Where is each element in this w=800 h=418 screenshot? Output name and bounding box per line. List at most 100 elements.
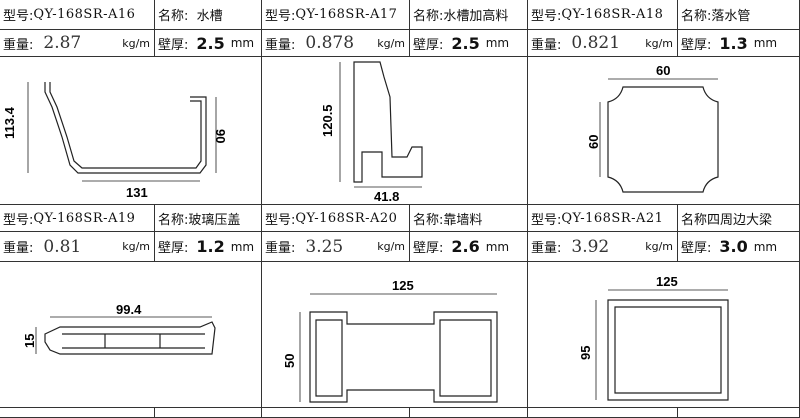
wall-value: 2.5	[196, 33, 225, 53]
name-label: 名称:	[681, 9, 712, 24]
profile-drawing-a19: 99.4 15	[0, 262, 262, 408]
unit: mm	[230, 239, 255, 254]
dimension-label: 41.8	[374, 189, 399, 204]
model-label: 型号:	[265, 212, 296, 228]
model-value: QY-168SR-A16	[33, 7, 136, 22]
wall-cell-a16: 壁厚: 2.5 mm	[155, 30, 262, 57]
name-value: 水槽	[196, 9, 223, 24]
wall-cell-a18: 壁厚: 1.3 mm	[678, 30, 800, 57]
weight-label: 重量:	[531, 241, 562, 256]
next-row-cell	[155, 408, 262, 418]
model-value: QY-168SR-A21	[561, 210, 664, 226]
unit: kg/m	[122, 240, 150, 253]
dimension-label: 60	[656, 63, 670, 78]
weight-cell-a18: 重量: 0.821 kg/m	[528, 30, 678, 57]
next-row-cell	[678, 408, 800, 418]
name-value: 玻璃压盖	[188, 212, 241, 228]
next-row-cell	[0, 408, 155, 418]
wall-value: 3.0	[719, 237, 748, 256]
name-cell-a16: 名称: 水槽	[155, 0, 262, 30]
model-label: 型号:	[531, 212, 562, 228]
name-cell-a19: 名称:玻璃压盖	[155, 205, 262, 232]
weight-value: 2.87	[43, 33, 82, 53]
name-label: 名称:	[413, 212, 444, 228]
name-value: 四周边大梁	[707, 212, 773, 228]
unit: mm	[753, 239, 778, 254]
next-row-cell	[410, 408, 528, 418]
dimension-label: 60	[586, 135, 601, 149]
name-cell-a21: 名称四周边大梁	[678, 205, 800, 232]
weight-value: 3.25	[305, 236, 344, 257]
profile-drawing-a16: 113.4 90 131	[0, 57, 262, 205]
wall-label: 壁厚:	[158, 241, 189, 256]
wall-cell-a19: 壁厚: 1.2 mm	[155, 232, 262, 262]
unit: kg/m	[645, 36, 673, 50]
weight-cell-a16: 重量: 2.87 kg/m	[0, 30, 155, 57]
name-cell-a20: 名称:靠墙料	[410, 205, 528, 232]
dimension-label: 50	[282, 354, 297, 368]
weight-value: 0.81	[43, 236, 82, 257]
model-label: 型号:	[3, 212, 34, 228]
model-cell-a19: 型号:QY-168SR-A19	[0, 205, 155, 232]
profile-drawing-a18: 60 60	[528, 57, 800, 205]
weight-cell-a20: 重量: 3.25 kg/m	[262, 232, 410, 262]
wall-cell-a20: 壁厚: 2.6 mm	[410, 232, 528, 262]
name-value: 靠墙料	[443, 212, 483, 228]
model-value: QY-168SR-A17	[295, 7, 398, 22]
weight-label: 重量:	[3, 37, 34, 53]
profile-drawing-a21: 125 95	[528, 262, 800, 408]
name-label: 名称:	[158, 9, 189, 24]
profile-drawing-a20: 125 50	[262, 262, 528, 408]
name-label: 名称:	[413, 9, 444, 24]
model-cell-a17: 型号:QY-168SR-A17	[262, 0, 410, 30]
weight-value: 0.821	[571, 33, 621, 53]
unit: kg/m	[122, 36, 150, 50]
unit: mm	[485, 239, 510, 254]
weight-label: 重量:	[3, 241, 34, 256]
dimension-label: 90	[213, 129, 228, 143]
model-value: QY-168SR-A19	[33, 210, 136, 226]
weight-label: 重量:	[265, 241, 296, 256]
wall-label: 壁厚:	[413, 37, 444, 53]
wall-value: 2.5	[451, 33, 480, 53]
unit: kg/m	[377, 240, 405, 253]
unit: mm	[753, 36, 778, 50]
wall-value: 1.2	[196, 237, 225, 256]
model-value: QY-168SR-A20	[295, 210, 398, 226]
model-label: 型号:	[531, 9, 562, 24]
dimension-label: 15	[22, 334, 37, 348]
weight-label: 重量:	[531, 37, 562, 53]
name-value: 水槽加高料	[443, 9, 509, 24]
name-label: 名称:	[158, 212, 189, 228]
dimension-label: 125	[656, 274, 678, 289]
dimension-label: 95	[578, 346, 593, 360]
unit: mm	[485, 36, 510, 50]
wall-value: 2.6	[451, 237, 480, 256]
dimension-label: 120.5	[320, 104, 335, 137]
name-cell-a18: 名称:落水管	[678, 0, 800, 30]
model-value: QY-168SR-A18	[561, 7, 664, 22]
name-value: 落水管	[711, 9, 751, 24]
model-cell-a21: 型号:QY-168SR-A21	[528, 205, 678, 232]
dimension-label: 113.4	[2, 106, 17, 139]
dimension-label: 131	[126, 185, 148, 200]
name-label: 名称	[681, 212, 708, 228]
model-cell-a20: 型号:QY-168SR-A20	[262, 205, 410, 232]
dimension-label: 125	[392, 278, 414, 293]
wall-value: 1.3	[719, 33, 748, 53]
unit: mm	[230, 36, 255, 50]
model-label: 型号:	[3, 9, 34, 24]
wall-label: 壁厚:	[158, 37, 189, 53]
weight-value: 0.878	[305, 33, 355, 53]
next-row-cell	[528, 408, 678, 418]
dimension-label: 99.4	[116, 302, 142, 317]
wall-label: 壁厚:	[681, 37, 712, 53]
weight-cell-a21: 重量: 3.92 kg/m	[528, 232, 678, 262]
weight-value: 3.92	[571, 236, 610, 257]
wall-label: 壁厚:	[681, 241, 712, 256]
model-cell-a16: 型号:QY-168SR-A16	[0, 0, 155, 30]
wall-label: 壁厚:	[413, 241, 444, 256]
unit: kg/m	[645, 240, 673, 253]
model-cell-a18: 型号:QY-168SR-A18	[528, 0, 678, 30]
